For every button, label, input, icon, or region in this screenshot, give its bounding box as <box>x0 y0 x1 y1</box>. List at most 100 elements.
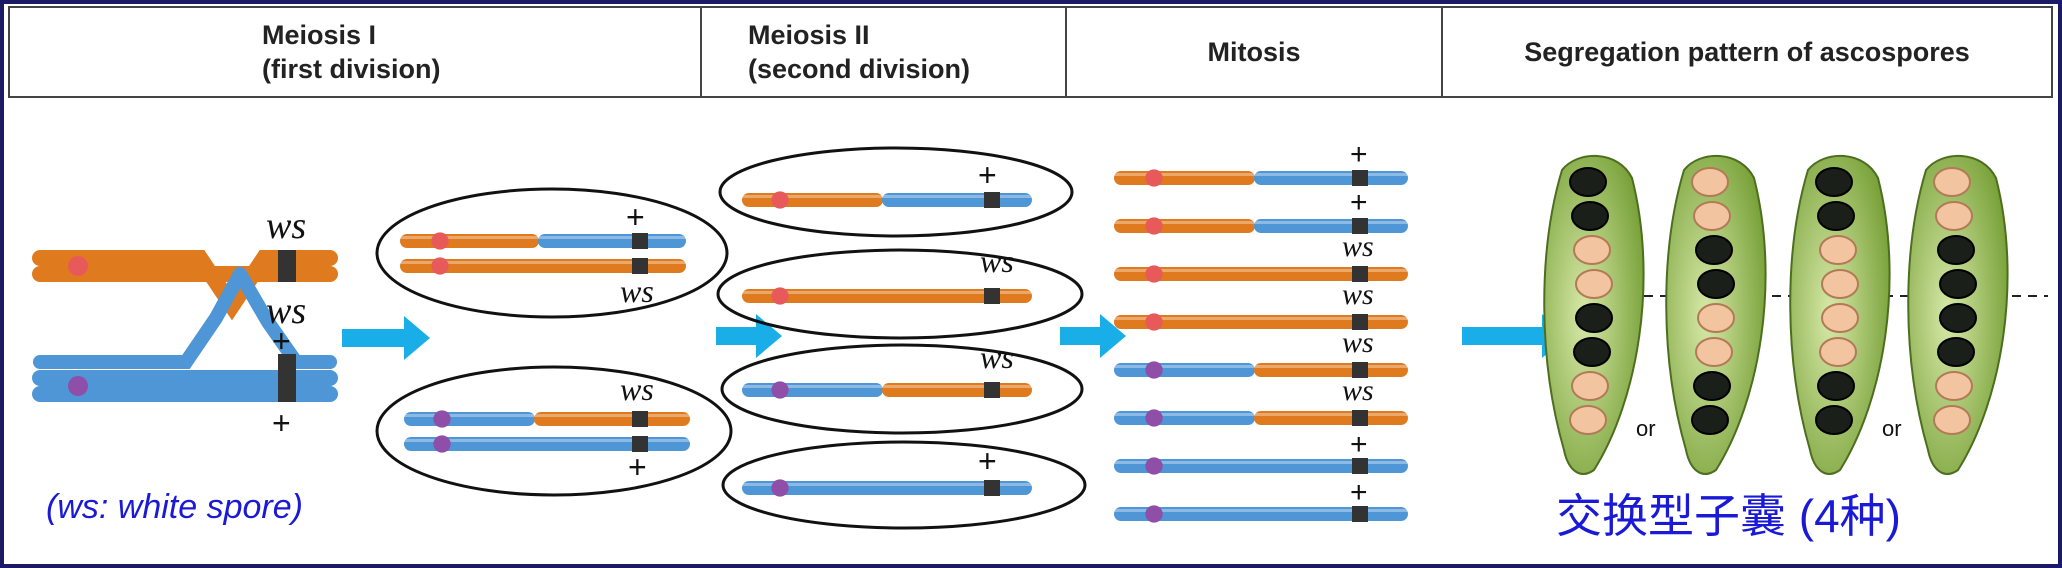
s4-chromatid-3-segment <box>1114 267 1408 281</box>
ascus-4-spore-8-light <box>1933 405 1971 435</box>
s3-chromatid-4-gene-band <box>984 480 1000 496</box>
ascus-4-spore-7-light <box>1935 371 1973 401</box>
stage-arrow-4 <box>1462 314 1568 358</box>
s3-chromatid-2 <box>742 287 1032 305</box>
s3-chromatid-2-segment <box>742 289 1032 303</box>
s2-dyad1-chromatid-2-gene-band <box>632 258 648 274</box>
legend-ws-white-spore: (ws: white spore) <box>46 488 303 526</box>
stage-arrow-2 <box>716 314 782 358</box>
s3-ws-label-2: ws <box>980 243 1014 279</box>
s2-dyad2-chromatid-2-gene-band <box>632 436 648 452</box>
s4-ws-label-4: ws <box>1342 278 1374 311</box>
s2-dyad2-chromatid-2-highlight <box>404 439 690 442</box>
header-row: Meiosis I (first division) Meiosis II (s… <box>8 6 2053 98</box>
ascus-2-spore-6-light <box>1695 337 1733 367</box>
s2-dyad2-chromatid-1 <box>404 410 690 428</box>
s4-chromatid-7-gene-band <box>1352 458 1368 474</box>
ascus-3-spore-3-light <box>1819 235 1857 265</box>
s2-dyad1-chromatid-2 <box>400 257 686 275</box>
s2-ws-label-bottom: ws <box>620 371 654 407</box>
s3-chromatid-1-centromere <box>771 191 789 209</box>
monad-ellipse-4 <box>721 440 1087 530</box>
s4-chromatid-1-centromere <box>1145 169 1163 187</box>
header-meiosis-2-subtitle: (second division) <box>748 54 971 84</box>
ascus-or-label-1: or <box>1636 416 1656 441</box>
stage-arrow-3 <box>1060 314 1126 358</box>
s4-chromatid-6-centromere <box>1145 409 1163 427</box>
s1-ws-label-top: ws <box>266 205 306 247</box>
s4-chromatid-7-segment <box>1114 459 1408 473</box>
s3-chromatid-3-highlight <box>742 385 1032 388</box>
s3-chromatid-2-highlight <box>742 291 1032 294</box>
ascus-4-spore-4-dark <box>1939 269 1977 299</box>
ascus-3-spore-4-light <box>1821 269 1859 299</box>
ascus-2 <box>1665 155 1767 475</box>
s4-chromatid-6-highlight <box>1114 413 1408 416</box>
s4-chromatid-4-segment <box>1114 315 1408 329</box>
s4-ws-label-3: ws <box>1342 230 1374 263</box>
s4-chromatid-2-segment <box>1254 219 1408 233</box>
s1-gene-band-orange <box>278 250 296 282</box>
ascus-1-spore-2-dark <box>1571 201 1609 231</box>
s2-dyad1-chromatid-1-gene-band <box>632 233 648 249</box>
s3-chromatid-1 <box>742 191 1032 209</box>
s4-chromatid-1-highlight <box>1114 173 1408 176</box>
header-meiosis-1: Meiosis I (first division) <box>10 8 702 96</box>
s4-plus-label-1: + <box>1350 138 1368 171</box>
ascus-3-spore-2-dark <box>1817 201 1855 231</box>
s3-chromatid-1-highlight <box>742 195 1032 198</box>
s4-chromatid-2-gene-band <box>1352 218 1368 234</box>
s4-plus-label-8: + <box>1350 476 1368 509</box>
ascus-4-spore-5-dark <box>1939 303 1977 333</box>
s4-chromatid-3-highlight <box>1114 269 1408 272</box>
stage-asci: or or <box>1543 155 2048 475</box>
s4-chromatid-2-centromere <box>1145 217 1163 235</box>
ascus-2-spore-8-dark <box>1691 405 1729 435</box>
s2-dyad2-chromatid-2 <box>404 435 690 453</box>
ascus-4 <box>1907 155 2009 475</box>
s1-crossover-blue-tail <box>233 267 337 369</box>
ascus-2-spore-2-light <box>1693 201 1731 231</box>
ascus-2-spore-7-dark <box>1693 371 1731 401</box>
ascus-4-spore-2-light <box>1935 201 1973 231</box>
s4-chromatid-4-gene-band <box>1352 314 1368 330</box>
s2-dyad1-chromatid-2-centromere <box>431 257 449 275</box>
s4-chromatid-1-segment <box>1254 171 1408 185</box>
ascus-1-spore-4-light <box>1575 269 1613 299</box>
s2-dyad2-chromatid-1-gene-band <box>632 411 648 427</box>
s2-ws-label-top: ws <box>620 273 654 309</box>
monad-ellipse-3 <box>720 343 1084 435</box>
s4-chromatid-6 <box>1114 409 1408 427</box>
s1-crossover-blue <box>33 267 247 369</box>
s2-dyad1-chromatid-1-highlight <box>400 236 686 239</box>
s3-chromatid-2-centromere <box>771 287 789 305</box>
s4-chromatid-5 <box>1114 361 1408 379</box>
dyad-ellipse-1 <box>375 187 729 319</box>
ascus-2-spore-5-light <box>1697 303 1735 333</box>
stage-meiosis-2-products: + ws ws + <box>716 146 1087 530</box>
ascus-3-spore-6-light <box>1819 337 1857 367</box>
s4-plus-label-2: + <box>1350 186 1368 219</box>
s2-dyad1-chromatid-1-segment <box>538 234 686 248</box>
ascus-4-spore-3-dark <box>1937 235 1975 265</box>
ascus-4-spore-1-light <box>1933 167 1971 197</box>
ascus-4-spore-6-dark <box>1937 337 1975 367</box>
s1-centromere-orange <box>68 256 88 276</box>
header-mitosis-title: Mitosis <box>1207 37 1301 67</box>
s2-plus-label-bottom: + <box>628 449 647 485</box>
s4-chromatid-6-segment <box>1254 411 1408 425</box>
s4-chromatid-7-highlight <box>1114 461 1408 464</box>
s1-plus-label-bottom: + <box>272 405 291 441</box>
s3-chromatid-4 <box>742 479 1032 497</box>
stage-mitosis-products: + + ws ws ws ws + + <box>1114 138 1408 523</box>
s4-chromatid-8-centromere <box>1145 505 1163 523</box>
header-segregation-title: Segregation pattern of ascospores <box>1524 37 1970 67</box>
s4-chromatid-1-gene-band <box>1352 170 1368 186</box>
s4-chromatid-4-centromere <box>1145 313 1163 331</box>
s3-ws-label-3: ws <box>980 339 1014 375</box>
s3-chromatid-4-centromere <box>771 479 789 497</box>
s4-chromatid-6-gene-band <box>1352 410 1368 426</box>
s1-plus-label-mid: + <box>272 323 291 359</box>
